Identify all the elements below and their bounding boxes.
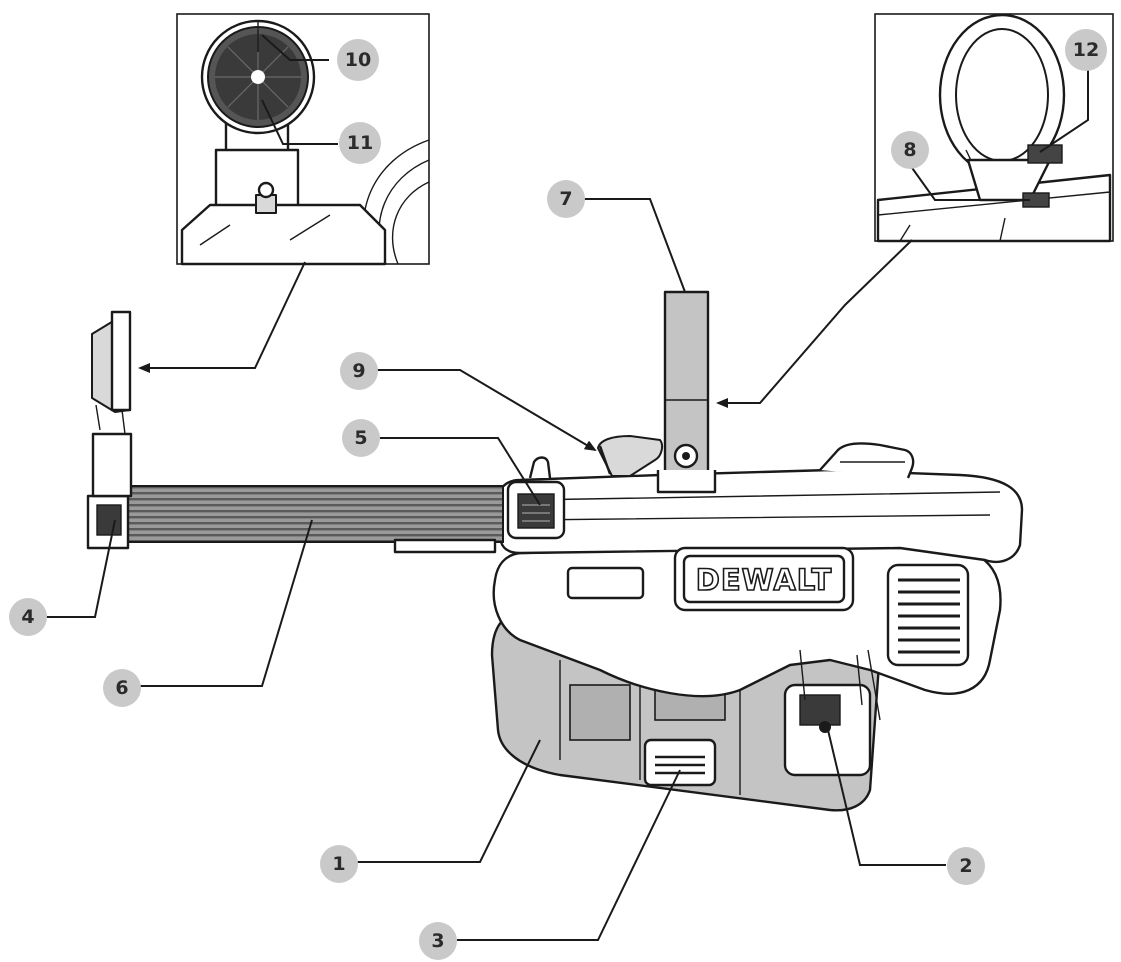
leader-lines — [45, 34, 1089, 941]
svg-text:5: 5 — [354, 427, 367, 449]
callout-1: 1 — [320, 845, 358, 883]
svg-text:4: 4 — [21, 606, 34, 628]
svg-text:11: 11 — [347, 132, 373, 154]
svg-text:8: 8 — [903, 139, 916, 161]
filter-detail-inset — [176, 13, 430, 266]
svg-text:12: 12 — [1073, 39, 1099, 61]
svg-text:2: 2 — [959, 855, 972, 877]
svg-text:7: 7 — [559, 188, 572, 210]
callout-6: 6 — [103, 669, 141, 707]
callout-10: 10 — [337, 39, 379, 81]
svg-text:1: 1 — [332, 853, 345, 875]
dust-extractor-tool: DEWALT — [86, 290, 1024, 812]
svg-text:3: 3 — [431, 930, 444, 952]
callout-3: 3 — [419, 922, 457, 960]
svg-text:6: 6 — [115, 677, 128, 699]
svg-text:10: 10 — [345, 49, 371, 71]
clamp-detail-inset — [874, 13, 1114, 243]
callout-5: 5 — [342, 419, 380, 457]
svg-text:9: 9 — [352, 360, 365, 382]
callout-8: 8 — [891, 131, 929, 169]
brand-logo: DEWALT — [696, 563, 832, 597]
callout-badges: 1 2 3 4 5 6 7 8 — [9, 29, 1107, 960]
callout-2: 2 — [947, 847, 985, 885]
callout-7: 7 — [547, 180, 585, 218]
callout-4: 4 — [9, 598, 47, 636]
callout-11: 11 — [339, 122, 381, 164]
callout-9: 9 — [340, 352, 378, 390]
callout-12: 12 — [1065, 29, 1107, 71]
